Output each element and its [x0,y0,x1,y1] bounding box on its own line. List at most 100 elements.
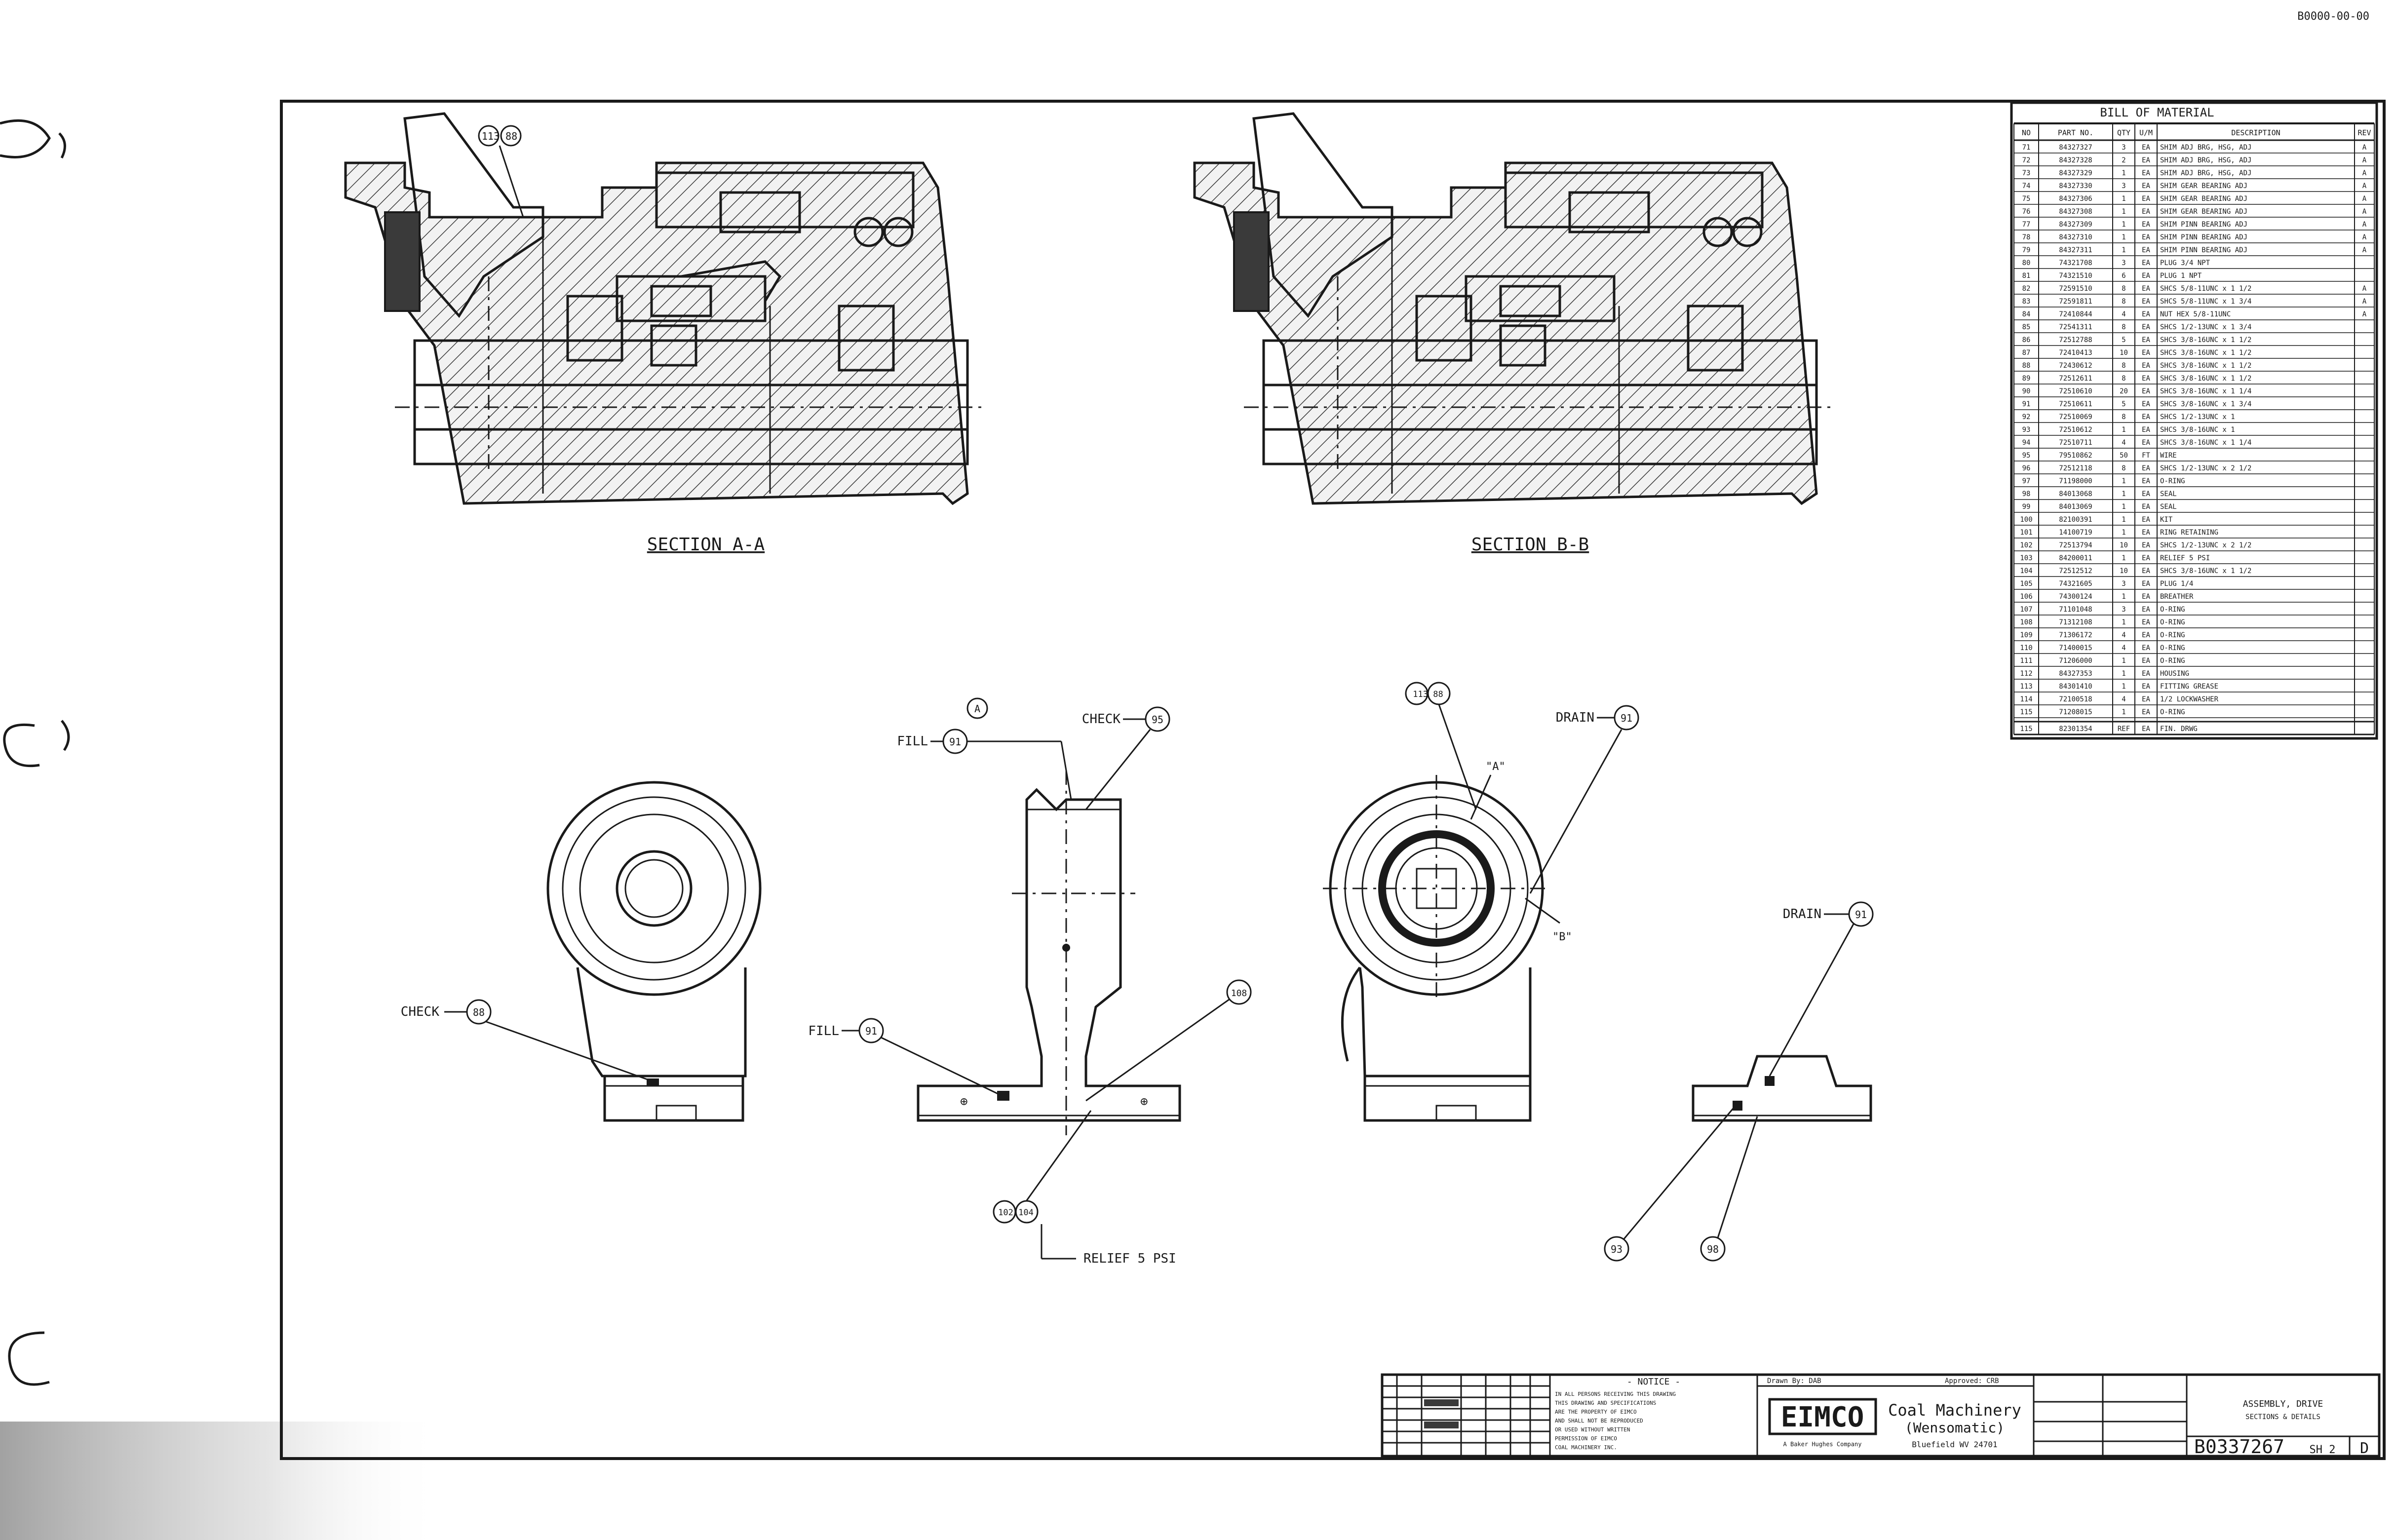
bom-cell: 4 [2122,439,2125,447]
front-view-bore: "A" "B" [1323,761,1572,1122]
svg-text:CHECK: CHECK [401,1004,440,1019]
bom-cell: EA [2142,477,2150,485]
bom-cell: 1/2 LOCKWASHER [2160,695,2219,703]
bom-cell: 1 [2122,208,2125,216]
bom-cell: PLUG 1 NPT [2160,272,2202,280]
bom-cell: 79510862 [2059,452,2092,460]
bom-cell: SHIM ADJ BRG, HSG, ADJ [2160,144,2251,152]
bom-cell: 10 [2120,567,2128,575]
bom-cell: A [2362,285,2367,293]
bom-cell: 8 [2122,413,2125,421]
bom-cell: 95 [2022,452,2031,460]
bom-cell: SHIM PINN BEARING ADJ [2160,221,2247,229]
bom-cell: 96 [2022,464,2031,472]
bom-cell: 84327327 [2059,144,2092,152]
bom-header-cell: REV [2357,128,2371,137]
bom-cell: SHCS 1/2-13UNC x 2 1/2 [2160,541,2251,549]
bom-header-cell: PART NO. [2058,128,2093,137]
notice-title: - NOTICE - [1627,1377,1680,1387]
bom-cell: SHCS 3/8-16UNC x 1 1/2 [2160,375,2251,383]
bom-cell: O-RING [2160,606,2185,614]
bom-cell: 74321605 [2059,580,2092,588]
bom-cell: SHIM PINN BEARING ADJ [2160,246,2247,254]
sheet-number: SH 2 [2310,1444,2336,1456]
bom-cell: EA [2142,375,2150,383]
company-name: Coal Machinery [1888,1401,2021,1420]
bom-cell: 101 [2020,529,2032,537]
bom-cell: 72513794 [2059,541,2092,549]
revision-letter: D [2360,1440,2369,1457]
bom-cell: SHIM ADJ BRG, HSG, ADJ [2160,169,2251,177]
base-detail-view [1692,1055,1872,1122]
bom-cell: 1 [2122,477,2125,485]
bom-cell: 1 [2122,246,2125,254]
part-subtitle: SECTIONS & DETAILS [2245,1413,2320,1421]
drawing-border [280,100,2386,1460]
bom-cell: SHCS 3/8-16UNC x 1 1/4 [2160,387,2251,395]
scan-smudge [0,1422,444,1540]
bom-cell: 98 [2022,490,2031,498]
part-title: ASSEMBLY, DRIVE [2243,1399,2323,1409]
bom-cell: 1 [2122,554,2125,562]
bom-cell: SEAL [2160,503,2177,511]
bom-cell: HOUSING [2160,670,2189,678]
bom-cell: 76 [2022,208,2031,216]
bom-cell: 83 [2022,298,2031,306]
bom-cell: EA [2142,208,2150,216]
callout-113-88-c: 113 88 [1405,682,1477,810]
bom-cell: 8 [2122,375,2125,383]
bom-cell: 72430612 [2059,362,2092,370]
bom-cell: EA [2142,695,2150,703]
svg-text:95: 95 [1152,714,1163,726]
bom-cell: A [2362,310,2367,318]
bom-title: BILL OF MATERIAL [2100,106,2214,119]
bom-cell: SHCS 3/8-16UNC x 1 1/4 [2160,439,2251,447]
bom-cell: 108 [2020,618,2032,626]
bom-cell: 71208015 [2059,708,2092,716]
bom-cell: 5 [2122,400,2125,408]
bom-footer-cell: FIN. DRWG [2160,725,2198,733]
bom-cell: 1 [2122,516,2125,524]
bom-cell: RELIEF 5 PSI [2160,554,2210,562]
svg-text:108: 108 [1231,988,1247,999]
bom-cell: 84327308 [2059,208,2092,216]
bom-cell: 84301410 [2059,683,2092,691]
bom-cell: 112 [2020,670,2032,678]
bom-cell: 3 [2122,259,2125,267]
bom-cell: EA [2142,169,2150,177]
bom-header-cell: U/M [2139,128,2153,137]
bom-cell: 1 [2122,529,2125,537]
bom-cell: 8 [2122,285,2125,293]
bom-cell: 71400015 [2059,644,2092,652]
bom-cell: EA [2142,464,2150,472]
callout-113-88-a: 113 88 [478,125,524,218]
bom-cell: RING RETAINING [2160,529,2218,537]
bom-cell: 74321708 [2059,259,2092,267]
bom-cell: 71101048 [2059,606,2092,614]
bom-cell: 1 [2122,233,2125,241]
bom-cell: 4 [2122,695,2125,703]
svg-text:113 88: 113 88 [482,130,517,142]
svg-text:102 104: 102 104 [998,1208,1034,1218]
section-a-a-label: SECTION A-A [647,535,765,555]
front-view-housing [546,781,762,1122]
bom-cell: 71306172 [2059,631,2092,639]
bom-cell: EA [2142,298,2150,306]
bom-cell: 85 [2022,323,2031,331]
svg-text:⊕: ⊕ [960,1094,968,1109]
svg-text:113 88: 113 88 [1413,690,1443,699]
section-b-b-label: SECTION B-B [1471,535,1589,555]
svg-text:"A": "A" [1486,761,1506,773]
bom-cell: 8 [2122,464,2125,472]
bom-cell: EA [2142,156,2150,164]
revision-grid [1382,1375,1551,1456]
bom-cell: SHIM GEAR BEARING ADJ [2160,195,2247,203]
bom-cell: 110 [2020,644,2032,652]
bom-cell: EA [2142,606,2150,614]
bom-cell: 72512512 [2059,567,2092,575]
bom-cell: 106 [2020,593,2032,601]
bom-cell: 84013069 [2059,503,2092,511]
callout-93: 93 [1604,1103,1738,1262]
bom-cell: O-RING [2160,644,2185,652]
